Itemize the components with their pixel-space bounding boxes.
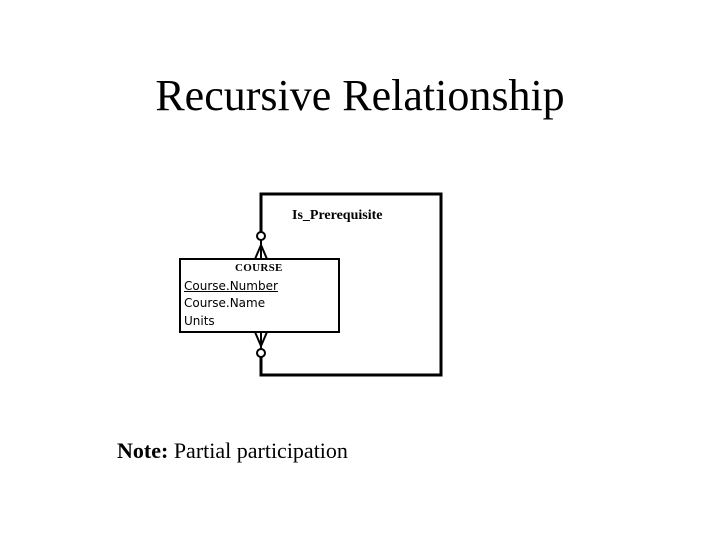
top-crowfoot-right — [260, 244, 268, 260]
course-entity: COURSE Course.Number Course.Name Units — [179, 258, 340, 333]
top-optional-many-connector — [254, 231, 268, 260]
bottom-optional-circle — [256, 348, 266, 358]
note: Note: Partial participation — [117, 437, 348, 465]
top-crowfoot-left — [254, 244, 262, 260]
relationship-loop-line — [259, 192, 443, 377]
slide-title: Recursive Relationship — [155, 71, 565, 120]
primary-key-attribute: Course.Number — [184, 279, 278, 293]
note-text: Partial participation — [168, 438, 348, 463]
top-optional-circle — [256, 231, 266, 241]
attribute-units: Units — [184, 314, 215, 328]
bottom-crowfoot-left — [254, 331, 262, 347]
entity-name: COURSE — [235, 262, 283, 274]
bottom-optional-many-connector — [254, 331, 268, 358]
attribute-course-name: Course.Name — [184, 296, 266, 310]
bottom-crowfoot-right — [260, 331, 268, 347]
note-label: Note: — [117, 438, 169, 463]
relationship-name: Is_Prerequisite — [292, 208, 383, 223]
